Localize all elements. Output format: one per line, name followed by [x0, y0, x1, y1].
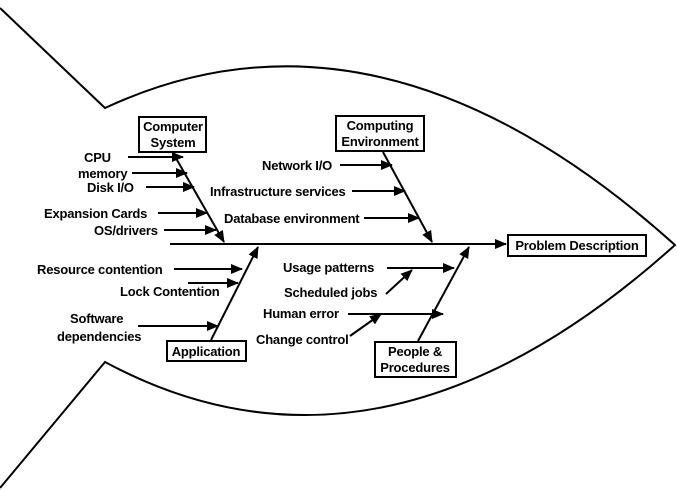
svg-text:Procedures: Procedures: [380, 360, 450, 375]
category-computer-system: Computer System: [138, 116, 207, 153]
fish-outline: [0, 7, 677, 489]
effect-box: Problem Description: [507, 234, 647, 257]
cause-change-control-arrow: [349, 313, 382, 337]
cause-os-drivers: OS/drivers: [94, 223, 158, 238]
svg-text:Computing: Computing: [347, 118, 414, 133]
svg-text:Environment: Environment: [341, 134, 419, 149]
cause-resource-contention: Resource contention: [37, 262, 163, 277]
svg-text:Computer: Computer: [143, 119, 203, 134]
category-computing-environment: Computing Environment: [335, 115, 425, 152]
cause-disk-io: Disk I/O: [87, 180, 134, 195]
svg-text:People &: People &: [388, 344, 442, 359]
cause-infrastructure-services: Infrastructure services: [210, 184, 346, 199]
cause-software-dependencies-1: Software: [70, 311, 123, 326]
cause-cpu: CPU: [84, 150, 111, 165]
cause-usage-patterns: Usage patterns: [283, 260, 374, 275]
cause-scheduled-jobs: Scheduled jobs: [284, 285, 377, 300]
cause-database-environment: Database environment: [224, 211, 360, 226]
bone-people-procedures: [417, 246, 470, 342]
effect-label: Problem Description: [515, 238, 639, 253]
category-application: Application: [166, 340, 247, 362]
cause-expansion-cards: Expansion Cards: [44, 206, 147, 221]
cause-human-error: Human error: [263, 306, 339, 321]
cause-software-dependencies-2: dependencies: [57, 329, 141, 344]
svg-text:Application: Application: [172, 344, 241, 359]
cause-change-control: Change control: [256, 332, 349, 347]
cause-memory: memory: [78, 166, 128, 181]
cause-lock-contention: Lock Contention: [120, 284, 220, 299]
cause-network-io: Network I/O: [262, 158, 332, 173]
category-people-procedures: People & Procedures: [374, 341, 457, 378]
svg-text:System: System: [150, 135, 195, 150]
cause-scheduled-jobs-arrow: [385, 269, 413, 295]
